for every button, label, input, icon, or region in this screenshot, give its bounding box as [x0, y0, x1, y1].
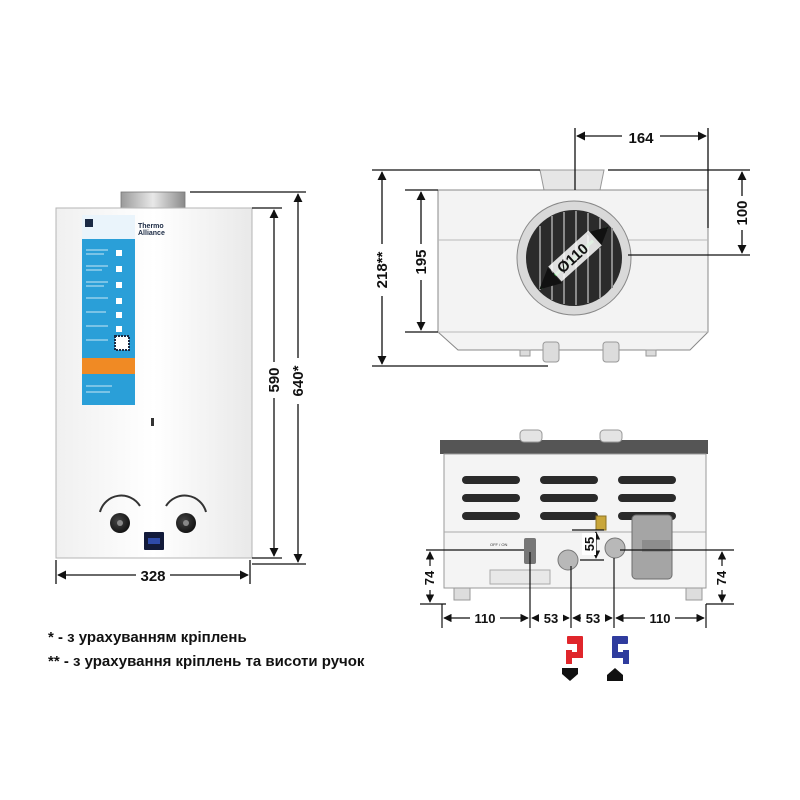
- bottom-nozzles: [519, 341, 657, 363]
- outlet-arrow-icon: [562, 668, 578, 681]
- vent-slots: [462, 476, 676, 520]
- top-depth-label: 100: [734, 200, 751, 225]
- sticker-qr-code: [114, 335, 130, 351]
- hot-water-outlet: [557, 549, 579, 571]
- front-view: Thermo Alliance: [55, 191, 253, 559]
- flame-window: [151, 418, 154, 426]
- sticker-text-lines: [86, 249, 112, 393]
- flue-pipe: [120, 191, 186, 211]
- cold-tap-icon: [612, 636, 629, 664]
- info-sticker: [82, 215, 135, 405]
- hot-tap-icon: [566, 636, 583, 664]
- bottom-left-label: 110: [475, 611, 496, 626]
- off-on-label: OFF / ON: [490, 542, 507, 547]
- footnotes: * - з урахуванням кріплень ** - з урахув…: [48, 626, 364, 674]
- bottom-mid-left-label: 53: [544, 611, 558, 626]
- bottom-right-height-label: 74: [714, 570, 729, 585]
- inlet-arrow-icon: [607, 668, 623, 681]
- top-total-height-label: 218**: [374, 251, 391, 288]
- svg-text:Alliance: Alliance: [138, 230, 165, 237]
- footnote-2: ** - з урахування кріплень та висоти руч…: [48, 653, 365, 670]
- sticker-orange-strip: [82, 358, 135, 374]
- pipe-height-label: 55: [582, 537, 597, 551]
- front-height-label: 590: [266, 367, 283, 392]
- brand-logo: Thermo: [138, 223, 164, 230]
- bottom-mid-right-label: 53: [586, 611, 600, 626]
- knob-scale-right: [165, 494, 207, 513]
- battery-box: [489, 569, 551, 585]
- bottom-top-plate: [440, 440, 708, 454]
- bottom-left-height-label: 74: [422, 570, 437, 585]
- power-switch: [524, 538, 536, 564]
- top-width-label: 164: [628, 130, 654, 147]
- sticker-icons: [116, 250, 122, 332]
- top-height-label: 195: [413, 249, 430, 274]
- footnote-1: * - з урахуванням кріплень: [48, 629, 247, 646]
- bottom-view: [440, 429, 708, 601]
- bottom-right-label: 110: [650, 611, 671, 626]
- sticker-logo-square: [85, 219, 93, 227]
- front-total-height-label: 640*: [290, 365, 307, 396]
- gas-connector: [595, 515, 607, 531]
- knob-scale-left: [99, 494, 141, 513]
- mount-bracket: [539, 169, 605, 191]
- top-nozzles: [519, 429, 623, 443]
- cold-water-inlet: [604, 537, 626, 559]
- front-width-label: 328: [140, 568, 165, 585]
